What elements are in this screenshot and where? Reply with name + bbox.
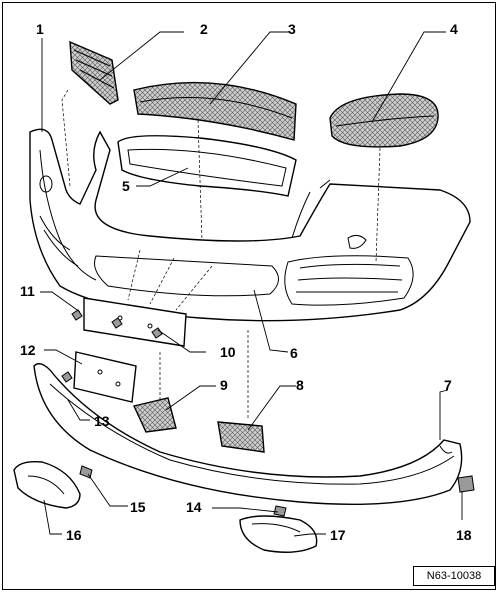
part-8-lower-right-grille: [217, 421, 265, 453]
callout-9: 9: [220, 377, 228, 393]
part-3-upper-centre-grille: [133, 81, 297, 141]
part-15-clip: [79, 465, 93, 479]
callout-4: 4: [450, 21, 458, 37]
part-14-clip: [273, 505, 287, 517]
callout-16: 16: [66, 527, 82, 543]
part-1-bumper-cover: [29, 128, 471, 322]
assembly-lines: [61, 89, 381, 420]
callout-8: 8: [296, 377, 304, 393]
callout-10: 10: [220, 344, 236, 360]
callout-7: 7: [444, 377, 452, 393]
callout-3: 3: [288, 21, 296, 37]
callout-5: 5: [122, 178, 130, 194]
callout-12: 12: [20, 342, 36, 358]
callout-11: 11: [20, 283, 35, 299]
callout-18: 18: [456, 527, 472, 543]
part-7-lower-spoiler: [33, 363, 463, 505]
part-4-right-upper-grille: [329, 93, 439, 148]
reference-code: N63-10038: [413, 566, 495, 586]
callout-17: 17: [330, 527, 346, 543]
part-5-grille-frame: [117, 135, 297, 197]
callout-6: 6: [290, 345, 298, 361]
callout-15: 15: [130, 499, 146, 515]
part-18-reflector: [457, 475, 475, 493]
part-17-right-fog-trim: [239, 515, 318, 553]
part-16-left-fog-trim: [13, 460, 81, 509]
callout-1: 1: [36, 21, 44, 37]
leader-lines: [40, 31, 463, 537]
part-9-lower-left-grille: [133, 397, 177, 433]
part-2-left-upper-grille: [69, 40, 119, 105]
callout-2: 2: [200, 21, 208, 37]
part-12-bracket: [73, 351, 137, 403]
callout-labels: 1 2 3 4 5 6 7 8 9 10 11 12 13 14 15 16 1…: [20, 21, 472, 543]
callout-14: 14: [186, 499, 202, 515]
callout-13: 13: [94, 413, 110, 429]
